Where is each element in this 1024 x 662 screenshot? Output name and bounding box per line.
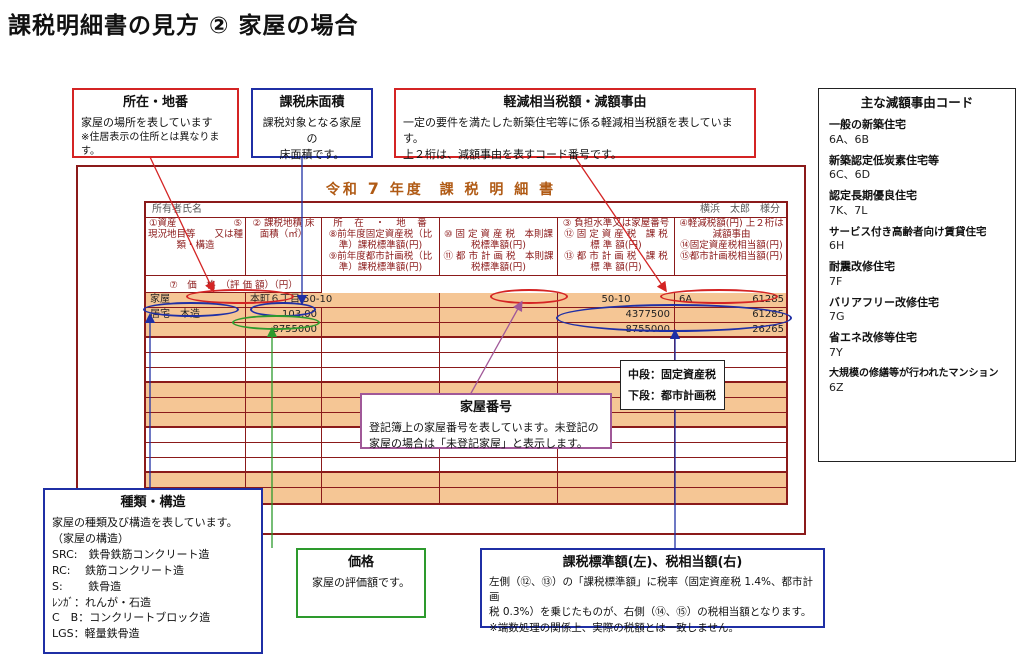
header-prev-tax: 所 在 ・ 地 番 ⑧前年度固定資産税（比準）課税標準額(円) ⑨前年度都市計画… [322,218,440,275]
header-tax: ④軽減税額(円) 上２桁は減額事由 ⑭固定資産税相当額(円) ⑮都市計画税相当額… [679,218,784,262]
address-highlight [186,289,294,304]
callout-floor-area: 課税床面積 課税対象となる家屋の 床面積です。 [251,88,373,161]
owner-name: 横浜 太郎 様分 [700,204,780,215]
owner-label: 所有者氏名 [152,204,202,215]
callout-structure: 種類・構造 家屋の種類及び構造を表しています。 （家屋の構造） SRC: 鉄骨鉄… [43,488,263,654]
callout-location: 所在・地番 家屋の場所を表しています ※住居表示の住所とは異なります。 [72,88,239,158]
header-std: ③ 負担水準又は家屋番号 ⑫ 固 定 資 産 税 課 税 標 準 額(円) ⑬ … [558,218,675,275]
structure-highlight [143,302,239,317]
callout-house-number: 家屋番号 登記簿上の家屋番号を表しています。未登記の 家屋の場合は「未登記家屋」… [360,393,612,450]
callout-reduction: 軽減相当税額・減額事由 一定の要件を満たした新築住宅等に係る軽減相当税額を表して… [394,88,756,161]
statement-title: 令和 7 年度 課 税 明 細 書 [325,179,557,198]
header-row: ①資産 ⑤ 現況地目等 又は種類・構造 ② 課税地積 床面積（㎡） 所 在 ・ … [146,218,786,276]
header-main-std: ⑩ 固 定 資 産 税 本則課税標準額(円) ⑪ 都 市 計 画 税 本則課税標… [440,218,558,275]
callout-standard: 課税標準額(左)、税相当額(右) 左側（⑫、⑬）の「課税標準額」に税率（固定資産… [480,548,825,634]
page-title: 課税明細書の見方 ② 家屋の場合 [8,13,359,39]
table-row [146,457,786,473]
callout-layer-note: 中段：固定資産税 下段：都市計画税 [620,360,725,410]
table-row [146,337,786,353]
header-area: ② 課税地積 床面積（㎡） [246,218,322,275]
callout-price: 価格 家屋の評価額です。 [296,548,426,618]
owner-row: 所有者氏名 横浜 太郎 様分 [146,203,786,218]
header-asset: ①資産 ⑤ 現況地目等 又は種類・構造 [146,218,246,275]
house-number-highlight [490,289,568,304]
codes-title: 主な減額事由コード [860,95,974,110]
reduction-highlight [660,289,778,304]
